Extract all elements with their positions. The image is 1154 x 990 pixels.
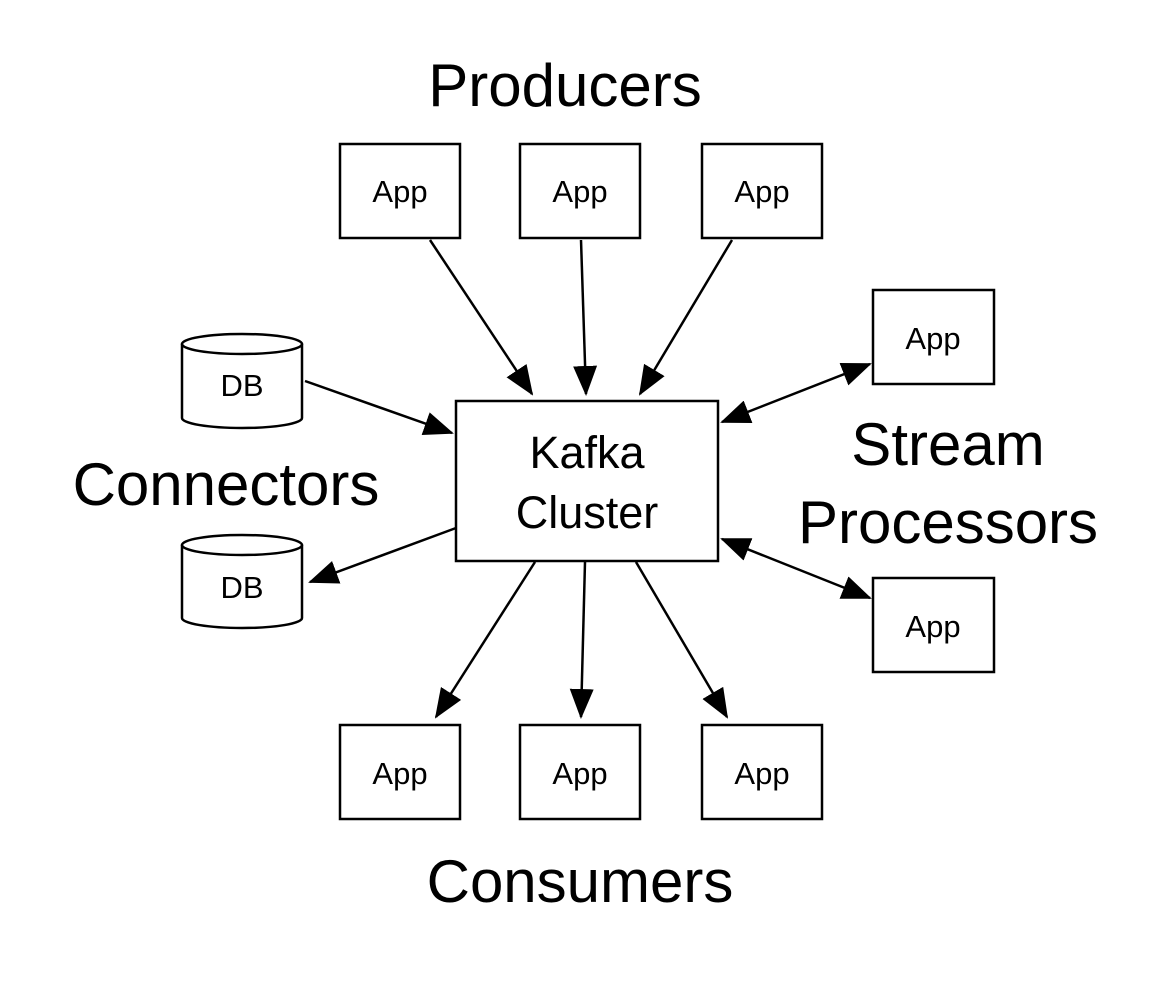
stream-processors-label-line1: Stream [851, 411, 1044, 478]
producer-app-2-label: App [552, 174, 607, 209]
producer-app-1-label: App [372, 174, 427, 209]
stream-app-2-label: App [905, 609, 960, 644]
consumer-app-2-label: App [552, 756, 607, 791]
edge-kafka-to-consumer-1 [434, 561, 537, 719]
edge-kafka-to-db-2 [308, 526, 457, 584]
kafka-cluster-label-line1: Kafka [529, 427, 645, 478]
stream-app-2: App [871, 576, 996, 674]
edge-db-1-to-kafka [304, 379, 454, 435]
stream-app-1: App [871, 288, 996, 386]
connectors-group-label: Connectors [73, 451, 380, 518]
producer-app-1: App [338, 142, 462, 240]
connector-db-1: DB [180, 332, 304, 430]
consumers-group-label: Consumers [427, 848, 734, 915]
producer-app-3: App [700, 142, 824, 240]
edge-kafka-to-consumer-3 [634, 561, 729, 719]
edge-producer-3-to-kafka [638, 239, 734, 396]
producer-app-3-label: App [734, 174, 789, 209]
edges [304, 239, 872, 719]
stream-app-1-label: App [905, 321, 960, 356]
stream-processors-label-line2: Processors [798, 489, 1098, 556]
connector-db-2-label: DB [220, 570, 263, 605]
producers-group-label: Producers [428, 52, 701, 119]
consumer-app-3-label: App [734, 756, 789, 791]
kafka-cluster: Kafka Cluster [454, 399, 720, 563]
edge-kafka-stream-2-bidirectional [720, 537, 872, 600]
consumer-app-2: App [518, 723, 642, 821]
consumer-app-3: App [700, 723, 824, 821]
producer-app-2: App [518, 142, 642, 240]
consumer-app-1-label: App [372, 756, 427, 791]
kafka-cluster-label-line2: Cluster [516, 487, 659, 538]
connector-db-2: DB [180, 533, 304, 630]
edge-kafka-to-consumer-2 [569, 561, 594, 719]
edge-producer-2-to-kafka [573, 239, 598, 396]
edge-producer-1-to-kafka [428, 239, 534, 396]
edge-kafka-stream-1-bidirectional [720, 362, 872, 424]
connector-db-1-label: DB [220, 368, 263, 403]
consumer-app-1: App [338, 723, 462, 821]
